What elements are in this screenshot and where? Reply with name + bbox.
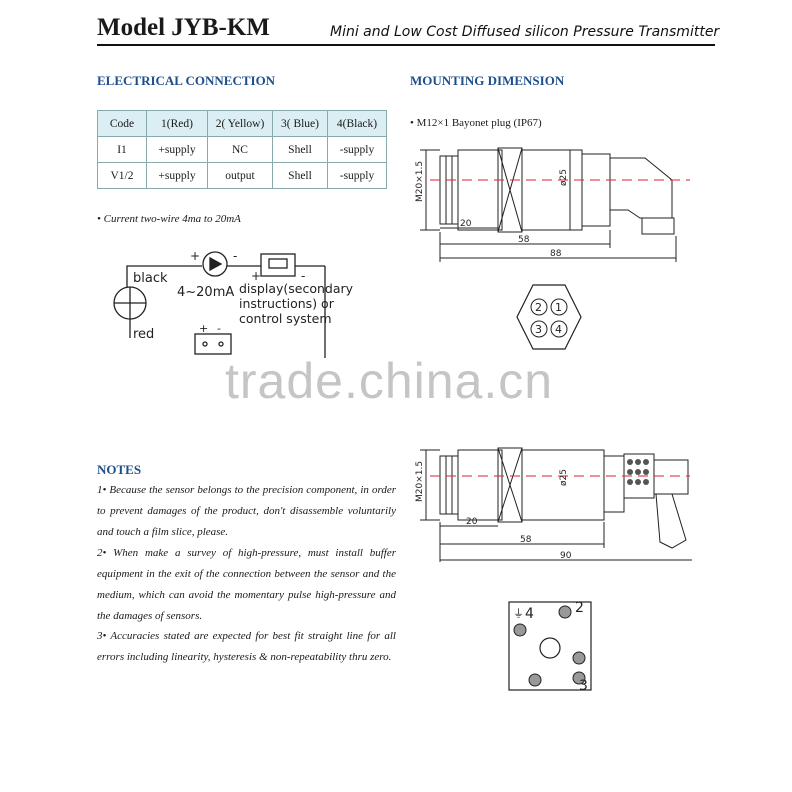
- plug-note: • M12×1 Bayonet plug (IP67): [410, 117, 542, 129]
- pin-label: 4: [555, 323, 562, 336]
- header-rule: [97, 44, 715, 46]
- plus-sign: +: [199, 322, 208, 335]
- notes-title: NOTES: [97, 462, 142, 477]
- dimension-label: 58: [520, 535, 532, 545]
- table-cell: Shell: [272, 136, 328, 163]
- meter-label: 4~20mA: [177, 285, 234, 300]
- table-row: I1 +supply NC Shell -supply: [97, 136, 387, 163]
- wiring-diagram: black red 4~20mA + - + - + - display(sec…: [113, 249, 354, 358]
- table-cell: V1/2: [97, 162, 147, 189]
- pin-label: 1: [555, 301, 562, 314]
- dimension-label: 20: [466, 517, 478, 527]
- table-row: V1/2 +supply output Shell -supply: [97, 162, 387, 189]
- model-title: Model JYB-KM: [97, 14, 270, 41]
- minus-sign: -: [217, 322, 221, 335]
- minus-sign: -: [301, 269, 305, 283]
- wire-label-black: black: [133, 271, 168, 286]
- mounting-title: MOUNTING DIMENSION: [410, 73, 565, 88]
- table-cell: I1: [97, 136, 147, 163]
- square-plug-face: ⏚ 4 2 3: [508, 600, 592, 694]
- table-cell: +supply: [146, 162, 208, 189]
- pin-label: 4: [525, 606, 534, 622]
- ground-icon: ⏚: [513, 607, 524, 620]
- dimension-label: 58: [518, 235, 530, 245]
- table-cell: -supply: [327, 162, 387, 189]
- electrical-title: ELECTRICAL CONNECTION: [97, 73, 276, 88]
- table-cell: Shell: [272, 162, 328, 189]
- note-item: 3• Accuracies stated are expected for be…: [97, 630, 396, 663]
- plus-sign: +: [190, 249, 200, 263]
- dimension-label: 88: [550, 249, 562, 259]
- diameter-label: ø25: [559, 469, 569, 486]
- mounting-drawing-2: M20×1.5 ø25 20 58 90: [415, 447, 692, 562]
- pin-label: 2: [575, 600, 584, 616]
- wire-label-red: red: [133, 327, 154, 342]
- mounting-drawing-1: M20×1.5 ø25 20 58 88: [415, 147, 690, 262]
- table-cell: +supply: [146, 136, 208, 163]
- note-item: 2• When make a survey of high-pressure, …: [97, 547, 396, 622]
- pin-label: 2: [535, 301, 542, 314]
- table-cell: NC: [207, 136, 273, 163]
- pin-label: 3: [535, 323, 542, 336]
- thread-label: M20×1.5: [415, 161, 425, 202]
- pin-label: 3: [579, 678, 588, 694]
- display-label-line: instructions) or: [239, 296, 335, 311]
- display-label-line: display(secondary: [239, 281, 354, 296]
- thread-label: M20×1.5: [415, 461, 425, 502]
- table-header-row: Code 1(Red) 2( Yellow) 3( Blue) 4(Black): [97, 110, 387, 137]
- round-plug-face: 2 1 3 4: [516, 284, 582, 350]
- note-item: 1• Because the sensor belongs to the pre…: [97, 484, 396, 538]
- display-label-line: control system: [239, 311, 332, 326]
- product-subtitle: Mini and Low Cost Diffused silicon Press…: [330, 24, 720, 40]
- connection-table: Code 1(Red) 2( Yellow) 3( Blue) 4(Black)…: [97, 110, 387, 189]
- table-header-cell: 2( Yellow): [207, 110, 273, 137]
- table-header-cell: 4(Black): [327, 110, 387, 137]
- table-header-cell: 3( Blue): [272, 110, 328, 137]
- table-header-cell: Code: [97, 110, 147, 137]
- dimension-label: 20: [460, 219, 472, 229]
- watermark: trade.china.cn: [225, 353, 554, 409]
- minus-sign: -: [233, 249, 237, 263]
- diameter-label: ø25: [559, 169, 569, 186]
- table-cell: output: [207, 162, 273, 189]
- current-note: • Current two-wire 4ma to 20mA: [97, 213, 241, 225]
- table-cell: -supply: [327, 136, 387, 163]
- table-header-cell: 1(Red): [146, 110, 208, 137]
- plus-sign: +: [251, 269, 261, 283]
- dimension-label: 90: [560, 551, 572, 561]
